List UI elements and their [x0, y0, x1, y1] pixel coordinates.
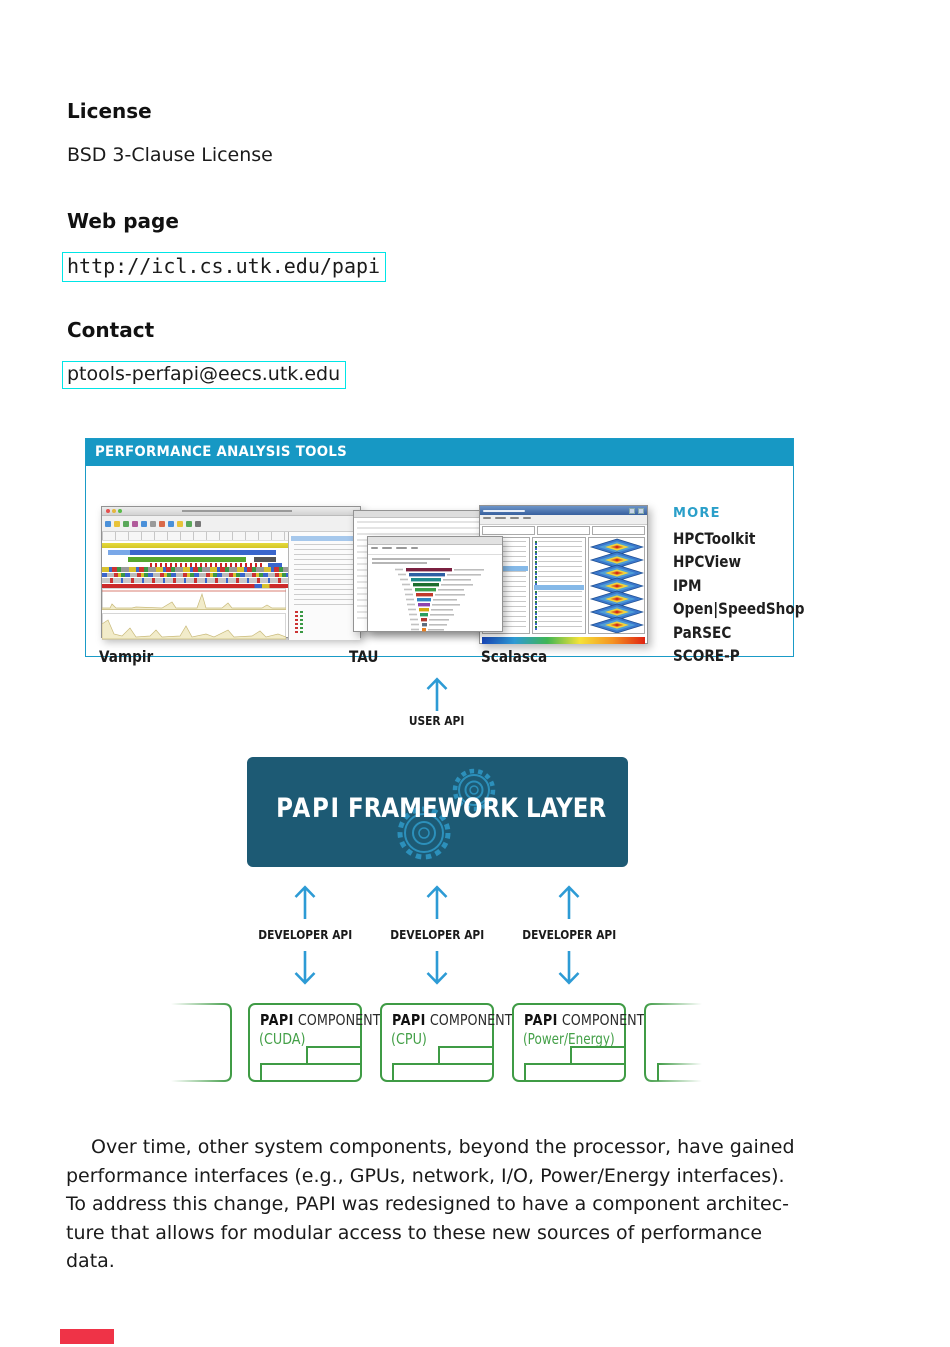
- list-item: HPCToolkit: [673, 529, 756, 548]
- vampir-counter-charts: [101, 588, 287, 640]
- vampir-label: Vampir: [99, 647, 154, 666]
- window-menubar: [368, 545, 502, 555]
- window-menubar: [480, 515, 647, 525]
- developer-api-arrow-down-icon: [294, 951, 316, 985]
- license-heading: License: [67, 99, 152, 123]
- webpage-heading: Web page: [67, 209, 179, 233]
- user-api-arrow-up-icon: [426, 677, 448, 711]
- contact-heading: Contact: [67, 318, 155, 342]
- vampir-screenshot: [101, 506, 361, 640]
- scalasca-color-scale: [482, 637, 645, 644]
- developer-api-arrow-up-icon: [294, 885, 316, 919]
- list-item: PaRSEC: [673, 622, 732, 642]
- gears-icon: [397, 768, 496, 860]
- developer-api-arrow-up-icon: [426, 885, 448, 919]
- developer-api-arrow-up-icon: [558, 885, 580, 919]
- papi-component-cpu: PAPI COMPONENT (CPU): [380, 1003, 512, 1082]
- vampir-function-panel: [289, 532, 360, 640]
- contact-email-link[interactable]: ptools-perfapi@eecs.utk.edu: [62, 361, 347, 389]
- developer-api-label: DEVELOPER API: [522, 927, 616, 942]
- framework-title: PAPI FRAMEWORK LAYER: [276, 793, 607, 824]
- window-toolbar: [102, 516, 360, 532]
- tools-panel-body: Vampir TAU Scalasca MORE HPCToolkit HPCV…: [86, 466, 804, 666]
- body-paragraph: Over time, other system components, beyo…: [66, 1136, 795, 1273]
- webpage-link[interactable]: http://icl.cs.utk.edu/papi: [62, 252, 387, 282]
- scalasca-label: Scalasca: [481, 647, 548, 666]
- developer-api-arrow-down-icon: [426, 951, 448, 985]
- tau-label: TAU: [349, 647, 379, 666]
- list-item: IPM: [673, 575, 702, 595]
- developer-api-label: DEVELOPER API: [258, 927, 352, 942]
- more-tools-list: MORE HPCToolkit HPCView IPM Open|SpeedSh…: [673, 506, 828, 667]
- more-heading: MORE: [673, 506, 721, 521]
- tau-bar-chart: [395, 568, 484, 632]
- license-text: BSD 3-Clause License: [67, 144, 273, 166]
- window-titlebar: [102, 507, 360, 516]
- user-api-label: USER API: [409, 713, 465, 728]
- list-item: SCORE-P: [673, 646, 740, 666]
- red-link-marker: [60, 1329, 114, 1344]
- list-item: Open|SpeedShop: [673, 599, 805, 619]
- tools-panel-header: PERFORMANCE ANALYSIS TOOLS: [86, 439, 793, 466]
- papi-framework-layer: PAPI FRAMEWORK LAYER: [247, 757, 628, 867]
- performance-tools-panel: PERFORMANCE ANALYSIS TOOLS: [85, 438, 804, 666]
- scalasca-screenshot: [479, 505, 648, 644]
- developer-api-arrow-down-icon: [558, 951, 580, 985]
- papi-component-cuda: PAPI COMPONENT (CUDA): [248, 1003, 380, 1082]
- tau-screenshot: [367, 536, 503, 632]
- list-item: HPCView: [673, 552, 742, 572]
- vampir-timeline: [101, 532, 289, 640]
- developer-api-label: DEVELOPER API: [390, 927, 484, 942]
- partial-component-right: [644, 1003, 702, 1082]
- papi-component-power-energy: PAPI COMPONENT (Power/Energy): [512, 1003, 644, 1082]
- scalasca-calltree: [532, 537, 586, 634]
- window-titlebar: [480, 506, 647, 515]
- partial-component-left: [171, 1003, 232, 1082]
- scalasca-topology-panel: [588, 537, 645, 634]
- window-titlebar: [368, 537, 502, 545]
